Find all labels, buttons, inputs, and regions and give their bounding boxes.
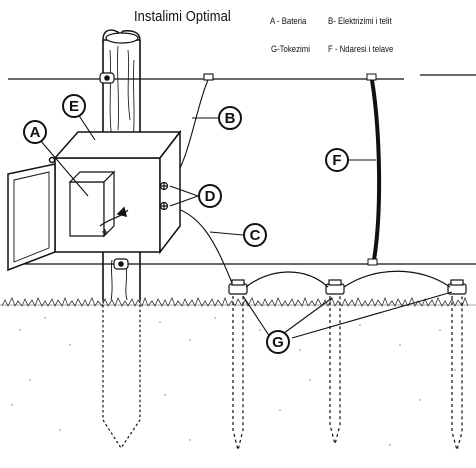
terminals-d (159, 181, 169, 211)
callout-a: A (23, 120, 47, 144)
ground-link-wires (245, 270, 451, 288)
soil-texture (11, 317, 456, 446)
callout-c: C (243, 223, 267, 247)
legend-item-b: B- Elektrizimi i telit (328, 16, 392, 27)
legend-item-f: F - Ndaresi i telave (328, 44, 394, 55)
leader-lines (39, 113, 453, 341)
callout-f: F (325, 148, 349, 172)
post-insulators (99, 72, 129, 270)
legend-item-g: G-Tokezimi (271, 44, 310, 55)
callout-g: G (266, 330, 290, 354)
diagram-title: Instalimi Optimal (134, 8, 231, 25)
callout-b: B (218, 106, 242, 130)
energizer-box (7, 129, 182, 272)
callout-e: E (62, 94, 86, 118)
wire-separator-f (366, 73, 382, 266)
callout-d: D (198, 184, 222, 208)
legend-item-a: A - Bateria (270, 16, 307, 27)
ground-rods (228, 279, 467, 453)
ground-surface (0, 296, 476, 307)
